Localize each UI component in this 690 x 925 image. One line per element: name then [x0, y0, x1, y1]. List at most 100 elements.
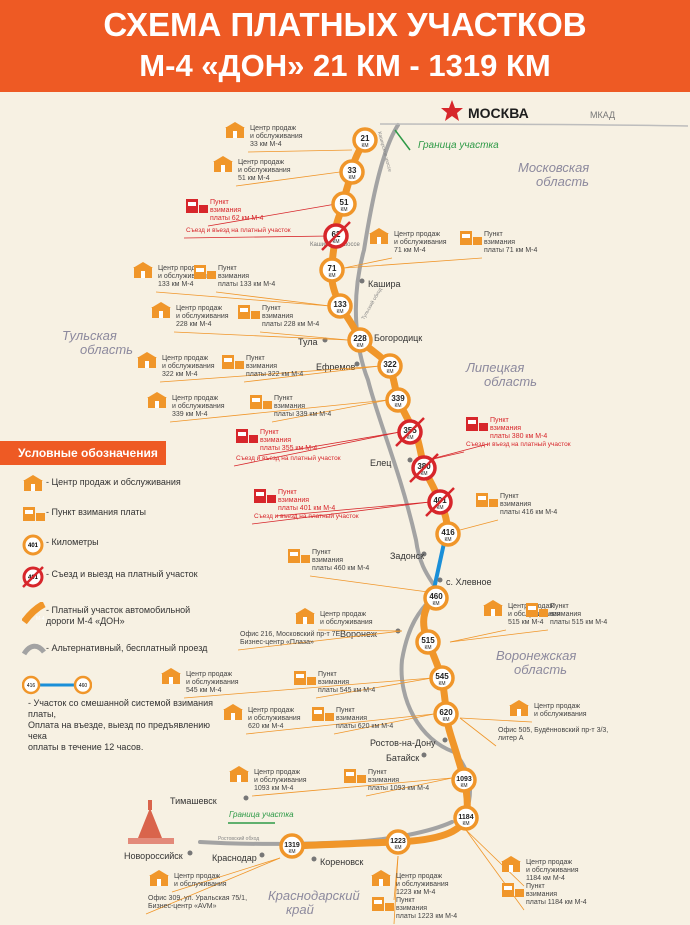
callout-leader: [465, 829, 525, 887]
km-unit: КМ: [336, 309, 343, 315]
callout-leader: [183, 235, 331, 239]
region-tula-line1: Тульская: [62, 328, 117, 343]
km-unit: КМ: [386, 369, 393, 375]
legend-title: Условные обозначения: [0, 441, 166, 465]
sales-center-icon: [137, 352, 157, 368]
legend-item-text: - Километры: [46, 537, 99, 547]
km-unit: КМ: [328, 273, 335, 279]
callout-text: взимания: [246, 363, 277, 370]
exit-strike-icon: [395, 417, 425, 447]
km-value: 33: [348, 166, 357, 175]
legend-sample: 416: [27, 683, 36, 689]
km-unit: КМ: [332, 239, 339, 245]
callout-text: 71 км М-4: [394, 247, 426, 254]
callout-text: взимания: [260, 437, 291, 444]
toll-booth-icon: [312, 707, 334, 721]
sales-center-icon: [371, 870, 391, 886]
title-line-2: М-4 «ДОН» 21 КМ - 1319 КМ: [139, 48, 551, 83]
km-unit: КМ: [438, 681, 445, 687]
callout-leader: [233, 431, 401, 467]
callout-leader: [173, 331, 349, 341]
city-label: Новороссийск: [124, 851, 183, 861]
callout-leader: [315, 677, 433, 699]
callout-text: и обслуживания: [396, 880, 449, 888]
callout-text: платы 71 км М-4: [484, 247, 538, 254]
callout-leader: [235, 171, 341, 187]
km-marker-380: 380КМ: [409, 453, 439, 483]
callout-leader: [333, 713, 435, 735]
callout-text: и обслуживания: [250, 132, 303, 140]
callout-text: Центр продаж: [238, 159, 284, 166]
callout-text: Пункт: [368, 769, 388, 776]
region-krasnodar-line2: край: [286, 902, 314, 917]
km-value: 620: [439, 708, 453, 717]
km-unit: КМ: [424, 645, 431, 651]
km-unit: КМ: [406, 435, 413, 441]
callout-text: и обслуживания: [186, 678, 239, 686]
km-unit: КМ: [361, 143, 368, 149]
km-value: 545: [435, 672, 449, 681]
km-value: 416: [441, 528, 455, 537]
city-label: Тимашевск: [170, 796, 217, 806]
toll-booth-icon: [250, 395, 272, 409]
callout-text: взимания: [526, 891, 557, 898]
legend-sample: 401: [28, 543, 39, 549]
callout-text: и обслуживания: [162, 362, 215, 370]
callout-text: 339 км М-4: [172, 411, 208, 418]
city-label: Кореновск: [320, 857, 363, 867]
city-label: Воронеж: [340, 629, 377, 639]
callout-text: Пункт: [336, 707, 356, 714]
city-dot: [421, 551, 427, 557]
toll-booth-icon: [502, 883, 524, 897]
km-marker-62: 62КМ: [321, 221, 351, 251]
callout-text: литер А: [498, 735, 524, 742]
callout-text: взимания: [318, 679, 349, 686]
callout-exitnote: Съезд и въезд на платный участок: [236, 454, 341, 462]
callout-exitnote: Съезд и въезд на платный участок: [186, 226, 291, 234]
border-label-bottom: Граница участка: [229, 810, 294, 819]
toll-road-map: МОСКВА МКАД Граница участка Каширское шо…: [62, 100, 689, 925]
callout-text: платы 545 км М-4: [318, 687, 375, 694]
callout-text: Офис 309, ул. Уральская 75/1,: [148, 895, 247, 902]
callout-text: Центр продаж: [162, 355, 208, 362]
callout-text: платы 416 км М-4: [500, 509, 557, 516]
km-value: 1223: [390, 838, 406, 845]
region-voronezh-line2: область: [514, 662, 567, 677]
callout-leader: [459, 717, 497, 747]
city-dot: [407, 457, 413, 463]
toll-booth-icon: [294, 671, 316, 685]
callout-text: Центр продаж: [186, 671, 232, 678]
callout-text: Центр продаж: [172, 395, 218, 402]
km-unit: КМ: [340, 207, 347, 213]
callout-text: Центр продаж: [396, 873, 442, 880]
city-label: Батайск: [386, 753, 419, 763]
callout-text: платы 460 км М-4: [312, 565, 369, 572]
callout-text: Пункт: [526, 883, 546, 890]
city-dot: [259, 852, 265, 858]
city-dot: [437, 577, 443, 583]
callout-text: и обслуживания: [238, 166, 291, 174]
toll-booth-icon: [186, 199, 208, 213]
toll-booth-icon: [194, 265, 216, 279]
city-label: Ростов-на-Дону: [370, 738, 436, 748]
callout-text: и обслуживания: [158, 272, 211, 280]
callout-text: Пункт: [262, 305, 282, 312]
moscow-label: МОСКВА: [468, 105, 529, 121]
callout-text: Съезд и въезд на платный участок: [186, 226, 291, 234]
